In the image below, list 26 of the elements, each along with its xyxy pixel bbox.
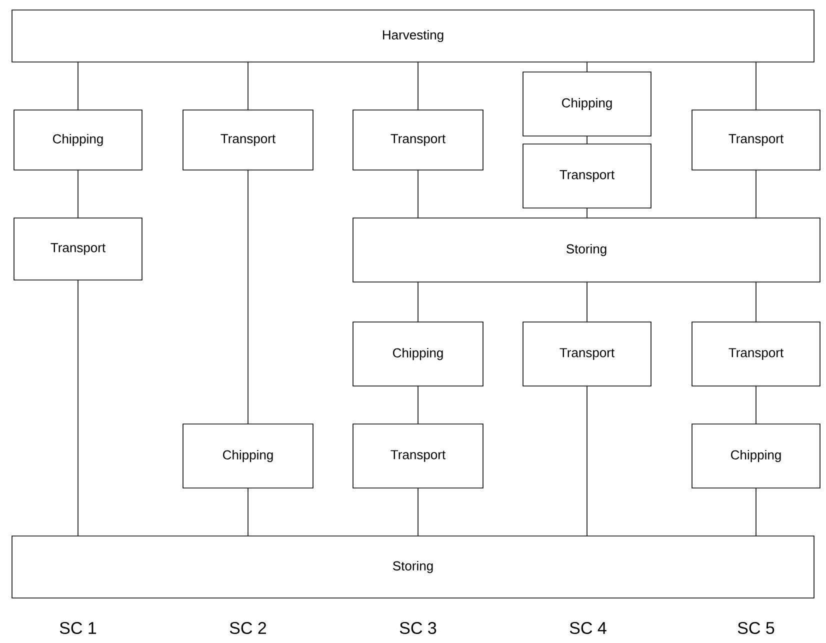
connector-line (586, 62, 588, 72)
stage-band: Storing (12, 536, 814, 598)
connector-line (586, 136, 588, 144)
process-box: Transport (692, 110, 820, 170)
stage-band: Storing (352, 218, 820, 282)
process-box: Chipping (182, 424, 314, 488)
process-box: Transport (352, 424, 484, 488)
chain-label: SC 3 (400, 622, 436, 634)
stage-band: Harvesting (12, 10, 814, 62)
chain-label: SC 5 (738, 622, 774, 634)
connector-line (586, 208, 588, 218)
process-box: Transport (522, 144, 652, 208)
chain-label: SC 2 (230, 622, 266, 634)
connector-line (586, 282, 588, 322)
chain-label: SC 4 (570, 622, 606, 634)
process-box: Transport (692, 322, 820, 386)
process-box: Transport (14, 218, 142, 280)
process-box: Transport (352, 110, 484, 170)
chain-label: SC 1 (60, 622, 96, 634)
process-box: Transport (182, 110, 314, 170)
process-box: Chipping (352, 322, 484, 386)
process-box: Chipping (522, 72, 652, 136)
process-box: Transport (522, 322, 652, 386)
process-box: Chipping (692, 424, 820, 488)
process-box: Chipping (14, 110, 142, 170)
connector-line (586, 386, 588, 536)
